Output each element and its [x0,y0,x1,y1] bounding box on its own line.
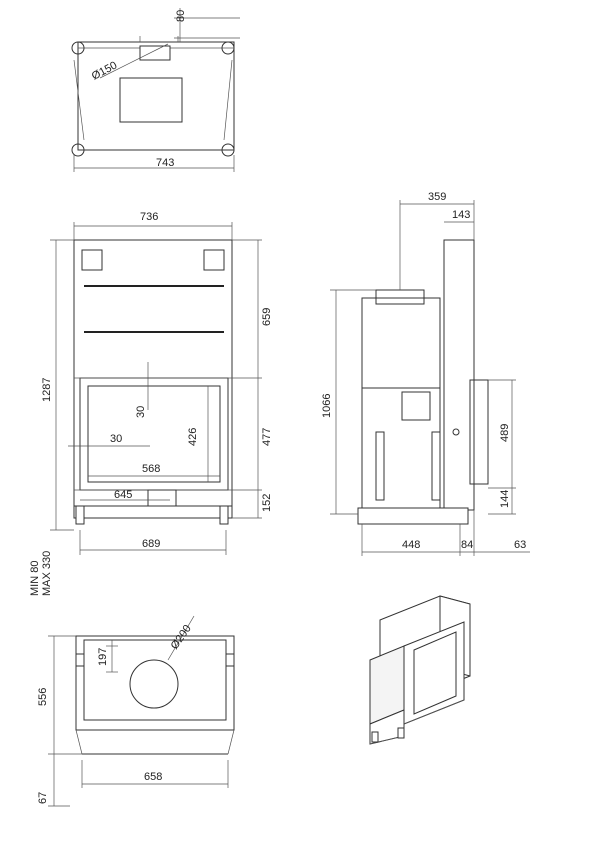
dim-556: 556 [37,688,49,706]
dim-568: 568 [142,463,160,475]
dim-80: 80 [175,10,187,22]
dim-30-horizontal: 30 [110,433,122,445]
dim-689: 689 [142,538,160,550]
dim-84: 84 [461,539,473,551]
dim-743: 743 [156,157,174,169]
dim-min-80: MIN 80 [29,561,41,596]
dim-658: 658 [144,771,162,783]
dim-63: 63 [514,539,526,551]
dim-max-330: MAX 330 [41,551,53,596]
dim-197: 197 [97,648,109,666]
dim-flue-200: Ø200 [169,623,194,652]
front-view: 736 1287 659 477 152 426 30 30 568 645 6… [29,211,273,596]
dim-477: 477 [261,428,273,446]
dim-736: 736 [140,211,158,223]
dim-143: 143 [452,209,470,221]
dim-1066: 1066 [321,394,333,418]
dim-144: 144 [499,490,511,508]
dim-1287: 1287 [41,378,53,402]
top-view: 743 80 Ø150 [71,8,240,172]
dim-30-vertical: 30 [135,406,147,418]
dim-flue-150: Ø150 [90,59,119,82]
dim-659: 659 [261,308,273,326]
plan-view: Ø200 197 556 658 67 [37,615,235,807]
dim-426: 426 [187,428,199,446]
dim-359: 359 [428,191,446,203]
side-view: 359 143 1066 489 144 448 84 63 [321,191,530,556]
dim-67: 67 [37,792,49,804]
dim-152: 152 [261,494,273,512]
dim-448: 448 [402,539,420,551]
dim-645: 645 [114,489,132,501]
isometric-view [369,595,471,745]
dim-489: 489 [499,424,511,442]
